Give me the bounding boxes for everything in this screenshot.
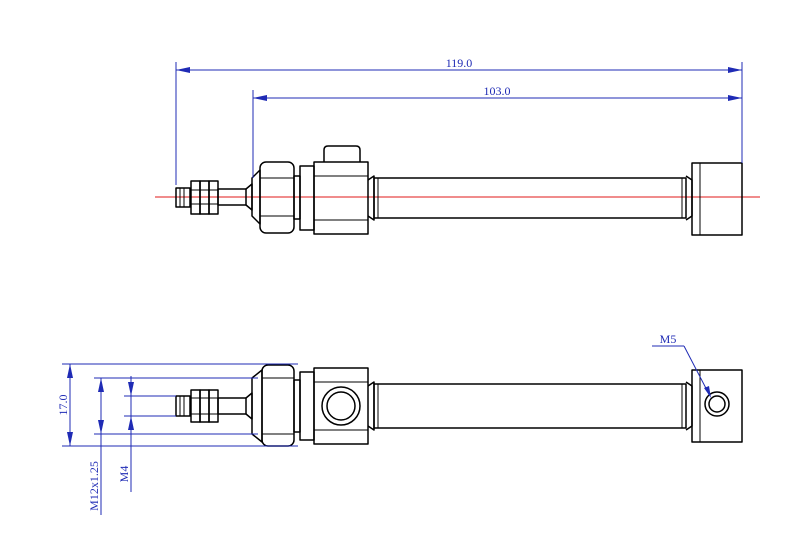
dimension-body-length: 103.0 xyxy=(252,84,742,178)
overall-length-label: 119.0 xyxy=(446,56,473,70)
side-lock-nut-1 xyxy=(190,389,201,423)
dimension-nose-thread: M12x1.25 xyxy=(87,377,258,515)
cover-neck xyxy=(299,165,315,231)
side-front-cover xyxy=(299,367,369,445)
dimension-port-thread: M5 xyxy=(652,332,711,398)
port-boss xyxy=(323,145,361,162)
side-barrel-tube xyxy=(373,383,687,429)
height-label: 17.0 xyxy=(56,395,70,416)
barrel-rear-ring xyxy=(685,175,693,221)
port-boss-circle xyxy=(321,386,361,426)
side-lock-nut-2 xyxy=(199,389,210,423)
side-view: M5 17.0 M12x1.25 M4 xyxy=(56,332,743,515)
barrel-front-ring xyxy=(367,175,375,221)
side-nose-thread-ring xyxy=(293,379,301,433)
side-rod-end xyxy=(175,389,253,423)
piston-rod xyxy=(217,188,247,206)
side-front-nut xyxy=(251,364,301,447)
rod-thread-tip xyxy=(175,187,191,208)
front-cover xyxy=(313,161,369,235)
barrel-tube xyxy=(373,177,687,219)
side-lock-nut-3 xyxy=(208,389,219,423)
top-rear-cap xyxy=(691,162,743,236)
body-length-label: 103.0 xyxy=(484,84,511,98)
side-barrel-rear-ring xyxy=(685,381,693,431)
top-view: 119.0 103.0 xyxy=(155,56,760,236)
side-rod-thread-tip xyxy=(175,395,191,417)
rear-port-circle xyxy=(704,391,730,417)
side-rear-cap xyxy=(691,369,743,443)
side-barrel xyxy=(367,381,693,431)
dimension-overall-length: 119.0 xyxy=(175,56,743,185)
side-cover-neck xyxy=(299,371,315,441)
top-rod-end xyxy=(175,180,253,215)
dimension-rod-thread: M4 xyxy=(117,376,176,492)
rear-cap xyxy=(691,162,743,236)
rear-port-hole xyxy=(708,395,726,413)
side-piston-rod xyxy=(217,397,247,415)
port-thread-label: M5 xyxy=(660,332,677,346)
port-hole xyxy=(326,391,356,421)
nose-thread-label: M12x1.25 xyxy=(87,461,101,511)
top-barrel xyxy=(367,175,693,221)
side-rear-cap xyxy=(691,369,743,443)
side-rod-collar xyxy=(245,392,253,420)
rod-thread-label: M4 xyxy=(117,466,131,483)
side-front-cover xyxy=(313,367,369,445)
top-front-cover xyxy=(299,145,369,235)
side-nut-chamfer xyxy=(251,369,263,443)
side-barrel-front-ring xyxy=(367,381,375,431)
